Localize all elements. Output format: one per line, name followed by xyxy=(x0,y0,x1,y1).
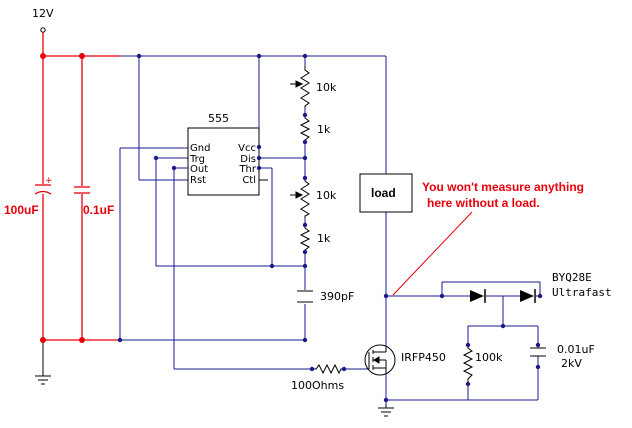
ground-symbol-left xyxy=(35,340,51,385)
diode-2 xyxy=(520,289,536,303)
ic-pin-gnd: Gnd xyxy=(190,143,210,154)
capacitor-c4 xyxy=(530,347,546,357)
pot2-label: 10k xyxy=(316,189,337,202)
resistor-gate xyxy=(312,363,344,375)
junction-dots-red xyxy=(40,53,85,343)
resistor-bleed xyxy=(462,345,474,384)
note-line-2: here without a load. xyxy=(427,196,540,210)
load-label: load xyxy=(371,186,396,200)
pot1-label: 10k xyxy=(316,81,337,94)
capacitor-c1 xyxy=(34,184,52,195)
supply-label: 12V xyxy=(32,7,54,20)
supply-rails xyxy=(42,55,120,341)
measurement-note: You won't measure anything here without … xyxy=(392,180,584,296)
rbleed-label: 100k xyxy=(475,351,503,364)
note-line-1: You won't measure anything xyxy=(422,180,584,194)
resistor-r2 xyxy=(299,225,311,252)
c3-label: 390pF xyxy=(320,290,354,303)
resistor-r1 xyxy=(299,115,311,142)
diode-1 xyxy=(470,289,486,303)
ic-pin-vcc: Vcc xyxy=(238,143,256,154)
ic-555: 555 Gnd Trg Out Rst Vcc Dis Thr Ctl xyxy=(187,112,268,196)
c4-value-label: 0.01uF xyxy=(557,343,595,356)
mosfet-irfp450 xyxy=(364,344,396,376)
ic-pin-thr: Thr xyxy=(238,164,256,175)
load-box: load xyxy=(359,173,413,213)
capacitor-c3 xyxy=(297,290,313,303)
ic-pin-trg: Trg xyxy=(189,154,205,165)
ic-pin-dis: Dis xyxy=(240,154,256,165)
c1-label: 100uF xyxy=(4,203,39,217)
mosfet-label: IRFP450 xyxy=(401,351,446,364)
ic-pin-ctl: Ctl xyxy=(242,175,256,186)
r1-label: 1k xyxy=(317,123,331,136)
supply-terminal: 12V xyxy=(32,7,54,56)
diode-type-label: Ultrafast xyxy=(552,286,612,299)
diode-part-label: BYQ28E xyxy=(552,271,592,284)
svg-text:+: + xyxy=(45,176,53,186)
potentiometer-1 xyxy=(290,66,310,108)
ground-symbol-right xyxy=(378,404,394,417)
junction-dots-blue xyxy=(117,53,543,403)
ic-pin-rst: Rst xyxy=(190,175,206,186)
ic-pin-out: Out xyxy=(190,164,208,175)
c2-label: 0.1uF xyxy=(83,203,114,217)
wires xyxy=(43,55,541,404)
rgate-label: 100Ohms xyxy=(291,379,344,392)
r2-label: 1k xyxy=(317,232,331,245)
ic-name: 555 xyxy=(208,112,229,125)
c4-voltage-label: 2kV xyxy=(561,357,582,370)
potentiometer-2 xyxy=(290,178,311,218)
capacitor-c2 xyxy=(74,186,90,194)
